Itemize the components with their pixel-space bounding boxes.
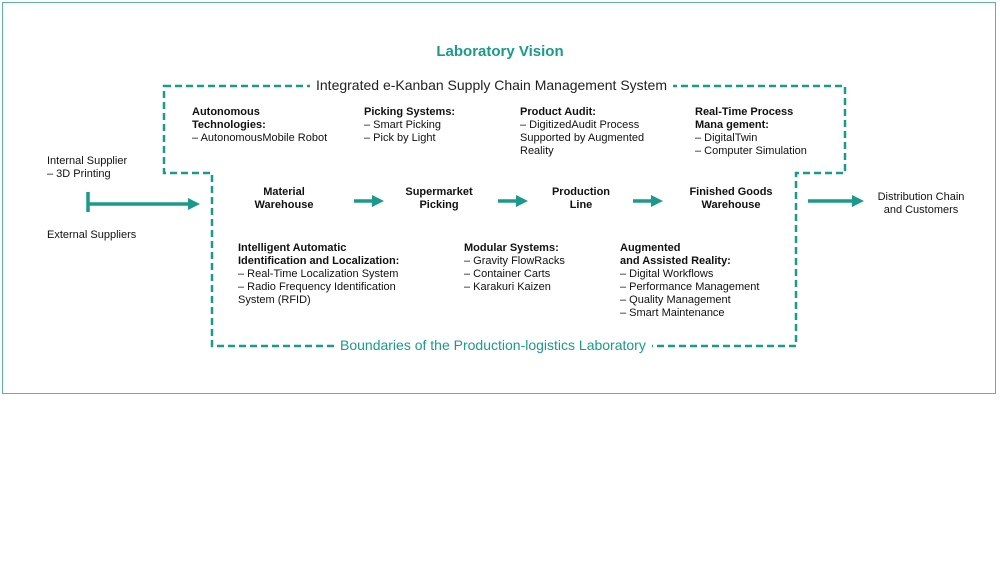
block-item: – Karakuri Kaizen: [464, 281, 551, 293]
block-heading: Picking Systems:: [364, 106, 456, 118]
block-heading: Mana gement:: [695, 119, 769, 131]
diagram-frame: [2, 2, 996, 394]
block-item: Reality: [520, 145, 554, 157]
distribution-label: Distribution Chain and Customers: [876, 191, 966, 217]
block-item: – DigitalTwin: [695, 132, 758, 144]
external-suppliers-label: External Suppliers: [47, 229, 137, 241]
output-arrow: [808, 195, 864, 207]
block-item: – AutonomousMobile Robot: [192, 132, 328, 144]
stage-line: Finished Goods: [689, 186, 773, 198]
block-heading: Autonomous: [192, 106, 260, 118]
stage-line: Material: [263, 186, 305, 198]
product-audit-block: Product Audit: – DigitizedAudit Process …: [520, 106, 644, 158]
autonomous-technologies-block: Autonomous Technologies: – AutonomousMob…: [192, 106, 327, 145]
block-heading: Identification and Localization:: [238, 255, 400, 267]
block-heading: Product Audit:: [520, 106, 596, 118]
block-heading: Modular Systems:: [464, 242, 559, 254]
flow-arrow: [354, 195, 384, 207]
identification-localization-block: Intelligent Automatic Identification and…: [238, 242, 399, 307]
flow-arrow: [498, 195, 528, 207]
block-item: – Pick by Light: [364, 132, 436, 144]
block-item: – Smart Picking: [364, 119, 442, 131]
block-item: – Smart Maintenance: [620, 307, 725, 319]
block-heading: Technologies:: [192, 119, 266, 131]
flow-arrow: [633, 195, 663, 207]
stage-line: Production: [551, 186, 611, 198]
block-item: Supported by Augmented: [520, 132, 645, 144]
finished-goods-warehouse-stage: Finished Goods Warehouse: [676, 186, 786, 212]
block-item: – Container Carts: [464, 268, 551, 280]
block-item: – Gravity FlowRacks: [464, 255, 565, 267]
augmented-reality-block: Augmented and Assisted Reality: – Digita…: [620, 242, 759, 320]
production-line-stage: Production Line: [541, 186, 621, 212]
diagram-title: Laboratory Vision: [436, 43, 564, 60]
block-item: – DigitizedAudit Process: [520, 119, 640, 131]
real-time-process-block: Real-Time Process Mana gement: – Digital…: [695, 106, 807, 158]
boundary-label: Boundaries of the Production-logistics L…: [334, 337, 652, 353]
block-heading: Augmented: [620, 242, 681, 254]
block-item: – Real-Time Localization System: [238, 268, 399, 280]
block-item: – Computer Simulation: [695, 145, 807, 157]
system-label: Integrated e-Kanban Supply Chain Managem…: [310, 77, 673, 93]
stage-line: Line: [569, 199, 593, 211]
material-warehouse-stage: Material Warehouse: [244, 186, 324, 212]
block-heading: Intelligent Automatic: [238, 242, 347, 254]
internal-supplier-line: – 3D Printing: [47, 168, 111, 180]
stage-line: Picking: [419, 199, 459, 211]
stage-line: Supermarket: [405, 186, 473, 198]
block-item: – Performance Management: [620, 281, 760, 293]
block-item: – Quality Management: [620, 294, 731, 306]
block-heading: and Assisted Reality:: [620, 255, 731, 267]
supermarket-picking-stage: Supermarket Picking: [396, 186, 482, 212]
modular-systems-block: Modular Systems: – Gravity FlowRacks – C…: [464, 242, 565, 294]
block-item: System (RFID): [238, 294, 311, 306]
internal-supplier-label: Internal Supplier – 3D Printing: [47, 155, 127, 181]
stage-line: Warehouse: [254, 199, 314, 211]
internal-supplier-line: Internal Supplier: [47, 155, 128, 167]
stage-line: Warehouse: [701, 199, 761, 211]
picking-systems-block: Picking Systems: – Smart Picking – Pick …: [364, 106, 455, 145]
distribution-line: Distribution Chain: [877, 191, 965, 203]
distribution-line: and Customers: [883, 204, 959, 216]
block-item: – Radio Frequency Identification: [238, 281, 396, 293]
block-item: – Digital Workflows: [620, 268, 714, 280]
block-heading: Real-Time Process: [695, 106, 794, 118]
supplier-arrow: [86, 192, 200, 212]
